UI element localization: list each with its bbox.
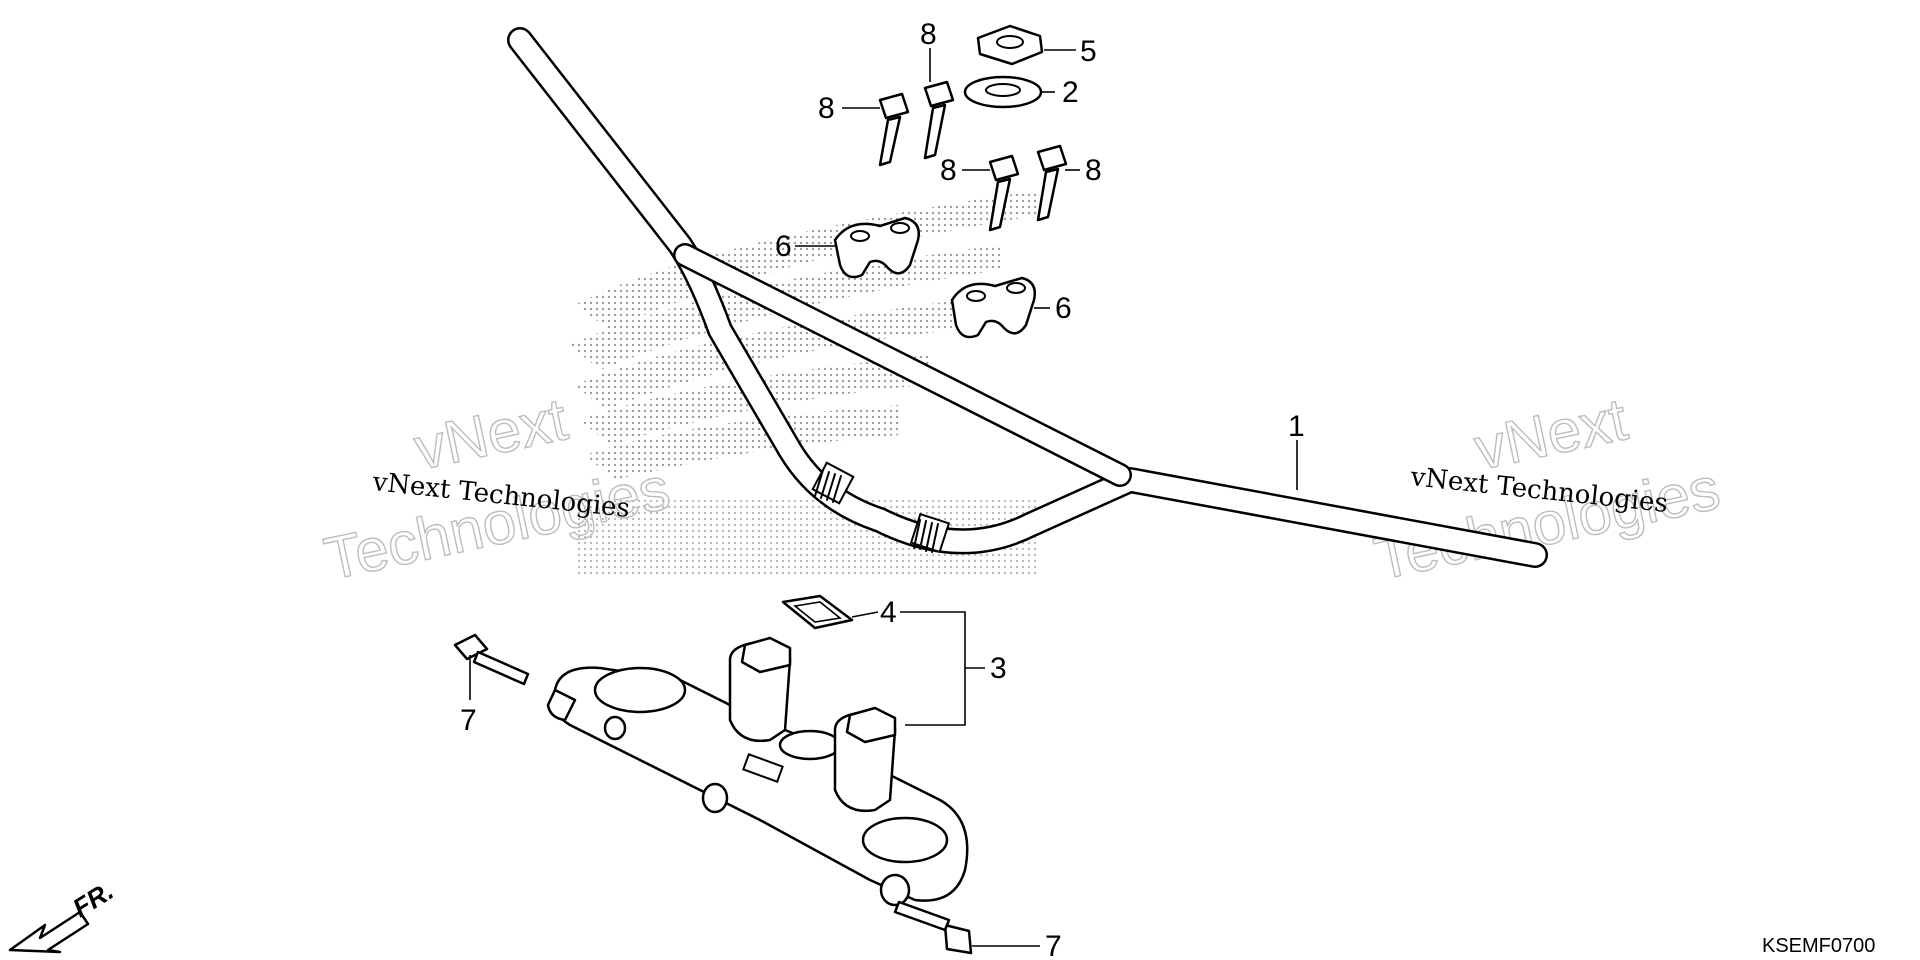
- holder-cap-upper: [833, 216, 920, 279]
- callout-5: 5: [1080, 35, 1097, 68]
- callout-7b: 7: [1045, 930, 1062, 960]
- diagram-code: KSEMF0700: [1762, 935, 1875, 957]
- bolt-8b: [923, 80, 955, 160]
- callout-4: 4: [880, 596, 897, 629]
- callout-8a: 8: [920, 18, 937, 51]
- pinch-bolt-lower: [893, 900, 973, 955]
- handlebar: [507, 27, 1548, 568]
- callout-2: 2: [1062, 76, 1079, 109]
- svg-text:vNext: vNext: [1469, 385, 1633, 482]
- callouts: 5 2 8 8 8 8 6 6 1 4 3 7 7: [460, 18, 1305, 960]
- leader-lines: [469, 48, 1298, 947]
- pinch-bolt-upper: [453, 633, 530, 686]
- bolt-8c: [988, 154, 1020, 232]
- callout-8b: 8: [818, 92, 835, 125]
- svg-text:vNext: vNext: [409, 385, 573, 482]
- callout-6b: 6: [1055, 292, 1072, 325]
- callout-6a: 6: [775, 230, 792, 263]
- arrow-down-left-icon: [8, 910, 90, 954]
- callout-3: 3: [990, 652, 1007, 685]
- top-bridge: [546, 636, 969, 907]
- bolt-8d: [1036, 144, 1068, 222]
- knurl-left: [811, 461, 855, 505]
- holder-cap-lower: [950, 276, 1036, 339]
- callout-1: 1: [1288, 410, 1305, 443]
- callout-7a: 7: [460, 704, 477, 737]
- washer: [963, 75, 1043, 109]
- bolt-8a: [878, 92, 910, 167]
- callout-8c: 8: [940, 154, 957, 187]
- front-direction: FR.: [8, 875, 119, 954]
- callout-8d: 8: [1085, 154, 1102, 187]
- rubber-plate: [781, 594, 854, 630]
- knurl-right: [909, 512, 951, 554]
- nut: [976, 24, 1044, 66]
